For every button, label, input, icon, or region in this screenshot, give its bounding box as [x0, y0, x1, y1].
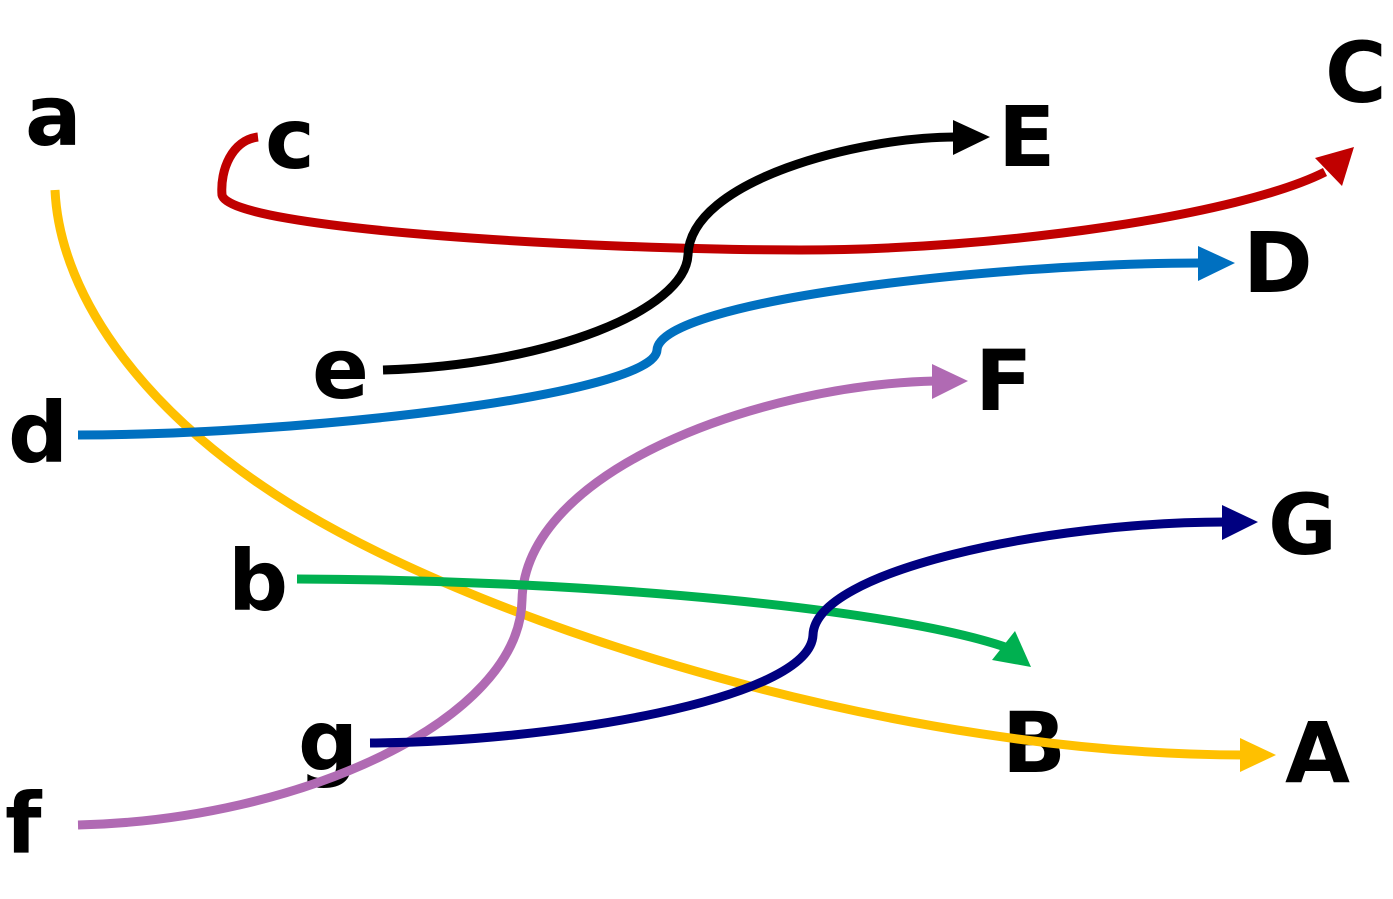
- label-D: D: [1243, 214, 1313, 312]
- arrowhead-G: [1222, 505, 1258, 540]
- label-a: a: [25, 67, 82, 165]
- connector-c-to-C: [217, 132, 1328, 255]
- label-b: b: [228, 532, 288, 630]
- label-d: d: [8, 384, 68, 482]
- arrowhead-E: [953, 120, 990, 155]
- connector-f-to-F: [77, 376, 936, 830]
- arrowhead-B: [992, 631, 1031, 667]
- connector-g-to-G: [369, 517, 1226, 748]
- arrowhead-C: [1315, 147, 1354, 186]
- label-G: G: [1268, 476, 1337, 574]
- label-C: C: [1325, 24, 1387, 122]
- connector-b-to-B: [296, 574, 1010, 653]
- label-c: c: [265, 90, 315, 188]
- connector-a-to-A: [50, 189, 1246, 760]
- connector-e-to-E: [382, 132, 956, 375]
- label-e: e: [312, 320, 369, 418]
- label-f: f: [5, 775, 43, 873]
- label-E: E: [998, 88, 1055, 186]
- label-A: A: [1285, 704, 1350, 802]
- label-F: F: [975, 332, 1032, 430]
- arrowhead-A: [1240, 738, 1276, 772]
- connector-d-to-D: [77, 258, 1201, 440]
- arrowhead-D: [1198, 246, 1235, 281]
- arrowhead-F: [932, 364, 968, 399]
